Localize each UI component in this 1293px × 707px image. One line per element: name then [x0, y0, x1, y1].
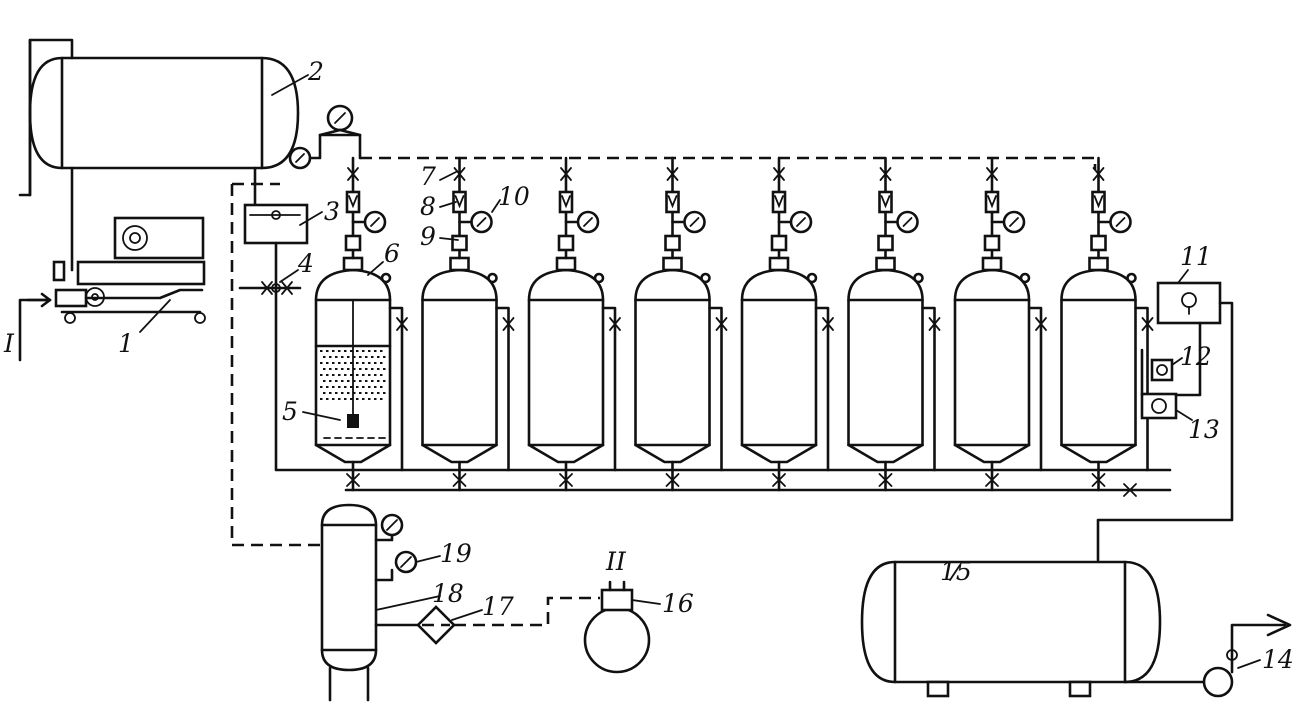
- tank-pressure-gauge: [288, 104, 362, 170]
- fermenter-3: [527, 156, 621, 492]
- label-15: 15: [940, 557, 972, 586]
- fermenter-4: [634, 156, 728, 492]
- label-3: 3: [324, 197, 340, 226]
- fermenting-liquid: [314, 299, 392, 439]
- pump-unit-1: [52, 216, 206, 324]
- fermenter-6: [847, 156, 941, 492]
- receiver-tank-15: [860, 560, 1162, 698]
- pressure-tank-2: [28, 56, 300, 170]
- fermenter-group: [314, 156, 1154, 492]
- control-wiring: [1096, 301, 1234, 562]
- label-9: 9: [420, 222, 436, 251]
- label-10: 10: [498, 182, 530, 211]
- label-1: 1: [118, 329, 134, 358]
- label-stream-in: I: [3, 329, 15, 358]
- actuator-13: [1140, 392, 1178, 420]
- compressor-16: [583, 580, 651, 674]
- filter-17: [374, 596, 600, 645]
- fermenter-8: [1060, 156, 1154, 492]
- co2-gas-line: [230, 156, 1097, 547]
- inlet-pipeline: [18, 38, 74, 362]
- label-stream-air: II: [605, 547, 627, 576]
- label-2: 2: [307, 57, 324, 86]
- label-11: 11: [1180, 242, 1212, 271]
- pipe-dosing-down: [274, 241, 1172, 472]
- label-6: 6: [384, 239, 400, 268]
- label-14: 14: [1262, 645, 1293, 674]
- label-12: 12: [1180, 342, 1212, 371]
- label-18: 18: [432, 579, 464, 608]
- air-receiver-18: [320, 503, 418, 702]
- label-16: 16: [662, 589, 694, 618]
- label-8: 8: [420, 192, 436, 221]
- label-4: 4: [297, 249, 314, 278]
- label-7: 7: [420, 162, 436, 191]
- leader-lines: [139, 74, 1261, 669]
- sensor-12: [1150, 358, 1174, 382]
- fermenter-5: [740, 156, 834, 492]
- inlet-arrow: [26, 292, 52, 308]
- pump-14: [1123, 613, 1292, 698]
- label-19: 19: [440, 539, 472, 568]
- label-17: 17: [482, 592, 514, 621]
- fermenter-7: [953, 156, 1047, 492]
- control-unit-11: [1156, 281, 1222, 325]
- valve-4: [238, 281, 302, 295]
- label-5: 5: [282, 397, 298, 426]
- label-13: 13: [1188, 415, 1220, 444]
- dosing-unit-3: [243, 203, 309, 245]
